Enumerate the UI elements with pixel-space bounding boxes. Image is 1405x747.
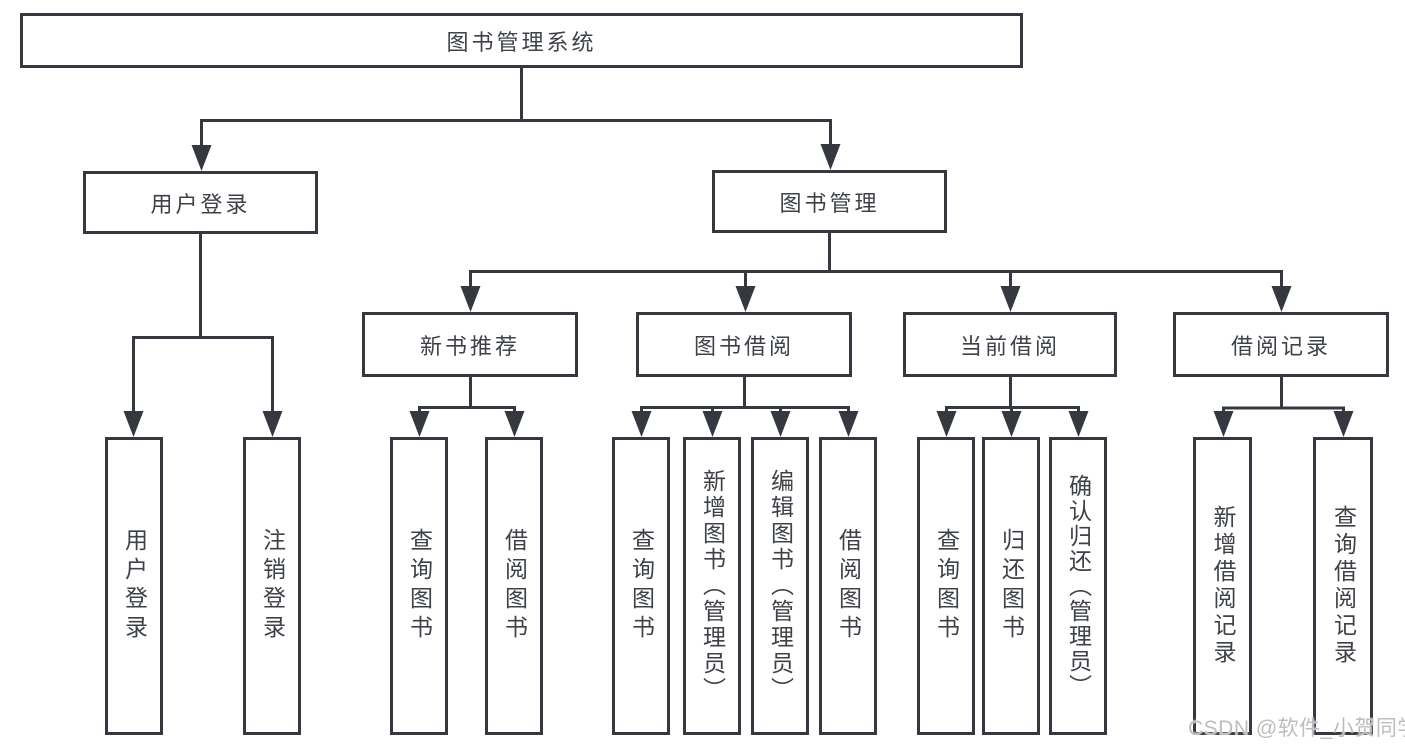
node-user-login-group: 用户登录	[83, 171, 318, 234]
leaf-records-query: 查询借阅记录	[1313, 437, 1373, 735]
arrowhead-newbooks-query	[409, 411, 430, 437]
leaf-records-query-label: 查询借阅记录	[1330, 505, 1357, 667]
leaf-bookborrow-borrow-label: 借阅图书	[835, 528, 862, 644]
arrowhead-newbooks-borrow	[504, 411, 525, 437]
leaf-bookborrow-edit: 编辑图书（管理员）	[751, 437, 809, 735]
connector-borrow-records-children	[1222, 375, 1345, 416]
arrowhead-user-login-group	[191, 145, 212, 171]
arrowhead-current-borrow	[1000, 286, 1021, 312]
arrowhead-bookborrow-add	[702, 411, 723, 437]
leaf-bookborrow-edit-label: 编辑图书（管理员）	[767, 469, 794, 703]
leaf-newbooks-query-label: 查询图书	[406, 528, 433, 644]
leaf-bookborrow-add: 新增图书（管理员）	[683, 437, 741, 735]
node-borrow-records: 借阅记录	[1173, 312, 1389, 377]
node-book-borrow: 图书借阅	[636, 312, 852, 377]
node-root: 图书管理系统	[20, 13, 1023, 68]
leaf-bookborrow-query: 查询图书	[612, 437, 670, 735]
connector-book-mgmt-sections	[469, 231, 1283, 292]
leaf-current-query-label: 查询图书	[933, 528, 960, 644]
arrowhead-new-books	[460, 286, 481, 312]
arrowhead-logout	[262, 411, 283, 437]
leaf-newbooks-borrow-label: 借阅图书	[501, 528, 528, 644]
node-book-mgmt-group: 图书管理	[712, 170, 947, 233]
leaf-current-confirm-label: 确认归还（管理员）	[1065, 473, 1092, 699]
node-new-books: 新书推荐	[362, 312, 578, 377]
leaf-newbooks-query: 查询图书	[390, 437, 448, 735]
arrowhead-records-add	[1213, 411, 1234, 437]
csdn-watermark: CSDN @软件_小贺同学	[1188, 717, 1405, 740]
leaf-records-add-label: 新增借阅记录	[1210, 505, 1236, 667]
arrowhead-borrow-records	[1271, 286, 1292, 312]
arrowhead-book-borrow	[735, 286, 756, 312]
node-new-books-label: 新书推荐	[419, 333, 520, 359]
connector-new-books-children	[418, 375, 516, 416]
leaf-bookborrow-borrow: 借阅图书	[819, 437, 877, 735]
arrowhead-book-mgmt-group	[820, 144, 841, 170]
leaf-bookborrow-query-label: 查询图书	[628, 528, 655, 644]
connector-root-to-level2	[200, 66, 832, 150]
arrowhead-login	[123, 411, 144, 437]
node-current-borrow-label: 当前借阅	[959, 333, 1060, 359]
arrowhead-current-return	[1001, 411, 1022, 437]
arrowhead-bookborrow-edit	[770, 411, 791, 437]
leaf-user-login-label: 用户登录	[121, 528, 148, 644]
arrowhead-current-query	[936, 411, 957, 437]
node-user-login-group-label: 用户登录	[150, 191, 251, 217]
leaf-logout-label: 注销登录	[259, 528, 286, 644]
node-borrow-records-label: 借阅记录	[1230, 333, 1331, 359]
leaf-current-query: 查询图书	[917, 437, 975, 735]
leaf-current-confirm: 确认归还（管理员）	[1049, 437, 1107, 735]
node-root-label: 图书管理系统	[446, 29, 597, 55]
connector-current-borrow-children	[945, 375, 1080, 416]
connector-book-borrow-children	[640, 375, 850, 416]
node-book-borrow-label: 图书借阅	[693, 333, 794, 359]
leaf-current-return-label: 归还图书	[998, 528, 1025, 644]
arrowhead-records-query	[1333, 411, 1354, 437]
leaf-logout: 注销登录	[243, 437, 301, 735]
node-book-mgmt-group-label: 图书管理	[779, 190, 880, 216]
leaf-bookborrow-add-label: 新增图书（管理员）	[699, 469, 726, 703]
arrowhead-bookborrow-query	[631, 411, 652, 437]
leaf-user-login: 用户登录	[105, 437, 163, 735]
leaf-records-add: 新增借阅记录	[1193, 437, 1252, 735]
leaf-current-return: 归还图书	[982, 437, 1040, 735]
connector-user-login-children	[132, 232, 274, 416]
node-current-borrow: 当前借阅	[903, 312, 1117, 377]
leaf-newbooks-borrow: 借阅图书	[485, 437, 543, 735]
arrowhead-current-confirm	[1068, 411, 1089, 437]
arrowhead-bookborrow-borrow	[838, 411, 859, 437]
